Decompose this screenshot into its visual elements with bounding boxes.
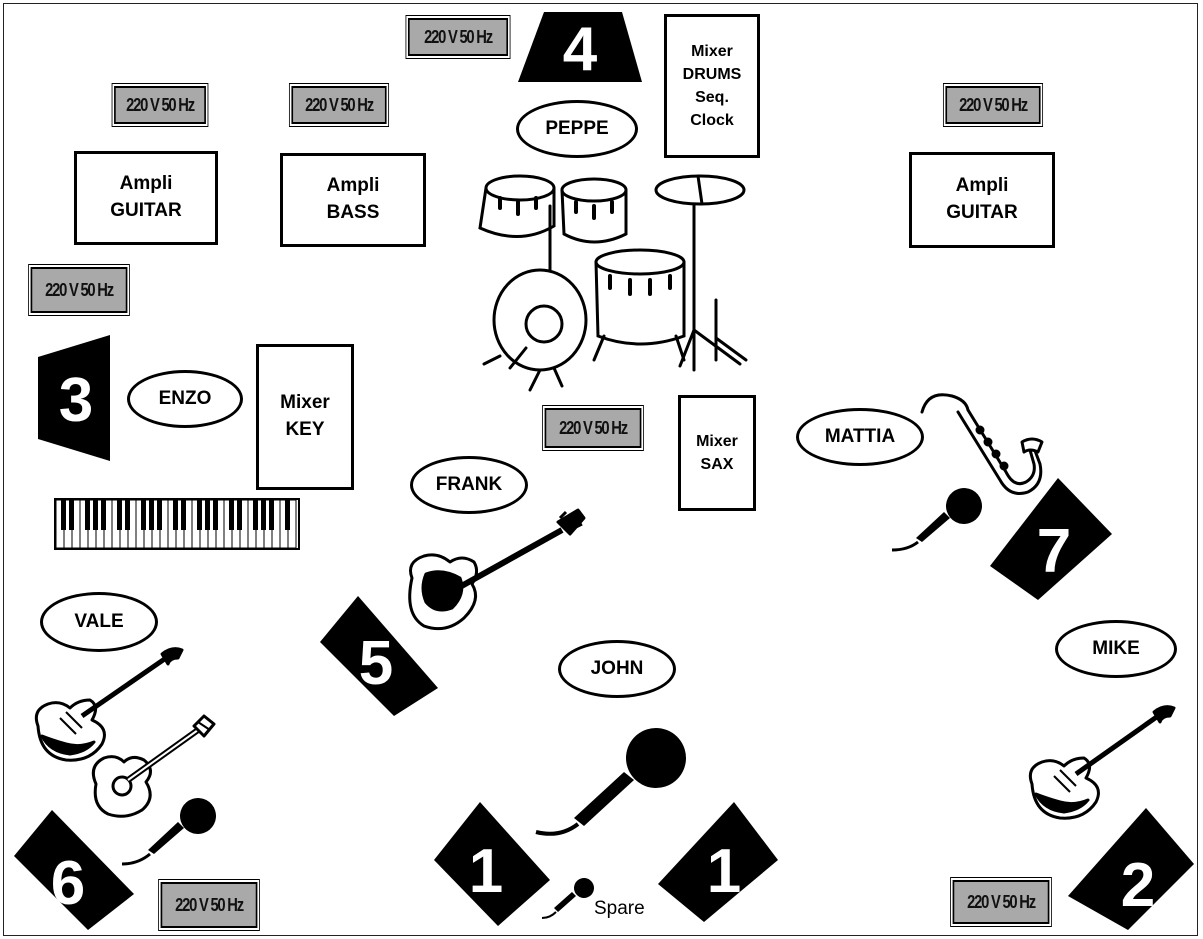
ampli-guitar-right-line2: GUITAR bbox=[946, 200, 1017, 227]
keyboard-black-key bbox=[157, 500, 162, 530]
keyboard-black-key bbox=[125, 500, 130, 530]
microphone-icon-mattia bbox=[888, 484, 984, 561]
keyboard-black-key bbox=[197, 500, 202, 530]
electric-guitar-icon-mike bbox=[1024, 700, 1178, 831]
mixer-drums-line4: Clock bbox=[690, 109, 734, 132]
ampli-guitar-left-line1: Ampli bbox=[120, 171, 173, 198]
keyboard-black-key bbox=[213, 500, 218, 530]
mixer-sax: Mixer SAX bbox=[678, 395, 756, 511]
monitor-7-number: 7 bbox=[1037, 517, 1071, 586]
microphone-icon-john bbox=[530, 722, 690, 847]
bass-guitar-icon bbox=[402, 508, 588, 641]
power-outlet-keys: 220 V 50 Hz bbox=[31, 267, 128, 313]
power-outlet-front-left: 220 V 50 Hz bbox=[161, 882, 258, 928]
monitor-3: 3 bbox=[38, 335, 112, 463]
ampli-guitar-left: Ampli GUITAR bbox=[74, 151, 218, 245]
monitor-3-number: 3 bbox=[59, 366, 93, 435]
power-outlet-drums-front: 220 V 50 Hz bbox=[545, 408, 642, 448]
keyboard-black-key bbox=[261, 500, 266, 530]
monitor-1-right-number: 1 bbox=[707, 837, 741, 906]
keyboard-black-key bbox=[181, 500, 186, 530]
keyboard-black-key bbox=[101, 500, 106, 530]
keyboard-black-key bbox=[237, 500, 242, 530]
mixer-sax-line2: SAX bbox=[701, 453, 734, 476]
spare-label: Spare bbox=[594, 898, 645, 920]
mixer-drums-line1: Mixer bbox=[691, 40, 733, 63]
keyboard-black-key bbox=[205, 500, 210, 530]
keyboard-black-key bbox=[61, 500, 66, 530]
monitor-5-number: 5 bbox=[359, 629, 393, 698]
ampli-bass: Ampli BASS bbox=[280, 153, 426, 247]
monitor-6-number: 6 bbox=[51, 849, 85, 918]
musician-enzo: ENZO bbox=[127, 370, 243, 428]
musician-john: JOHN bbox=[558, 640, 676, 698]
keyboard-black-key bbox=[85, 500, 90, 530]
musician-mike: MIKE bbox=[1055, 620, 1177, 678]
monitor-4-number: 4 bbox=[563, 15, 598, 84]
ampli-guitar-right-line1: Ampli bbox=[956, 173, 1009, 200]
ampli-bass-line2: BASS bbox=[327, 200, 380, 227]
musician-peppe: PEPPE bbox=[516, 100, 638, 158]
keyboard-black-key bbox=[253, 500, 258, 530]
ampli-bass-line1: Ampli bbox=[327, 173, 380, 200]
acoustic-guitar-icon bbox=[86, 714, 218, 825]
monitor-2-number: 2 bbox=[1121, 851, 1155, 920]
mixer-key-line2: KEY bbox=[285, 417, 324, 444]
ampli-guitar-right: Ampli GUITAR bbox=[909, 152, 1055, 248]
mixer-drums: Mixer DRUMS Seq. Clock bbox=[664, 14, 760, 158]
keyboard-icon bbox=[54, 498, 302, 557]
ampli-guitar-left-line2: GUITAR bbox=[110, 198, 181, 225]
mixer-key: Mixer KEY bbox=[256, 344, 354, 490]
power-outlet-guitar-left: 220 V 50 Hz bbox=[114, 86, 206, 124]
mixer-key-line1: Mixer bbox=[280, 390, 330, 417]
keyboard-black-key bbox=[173, 500, 178, 530]
power-outlet-guitar-right: 220 V 50 Hz bbox=[945, 86, 1040, 124]
keyboard-black-key bbox=[93, 500, 98, 530]
mixer-sax-line1: Mixer bbox=[696, 430, 738, 453]
musician-frank: FRANK bbox=[410, 456, 528, 514]
monitor-1-left-number: 1 bbox=[469, 837, 503, 906]
keyboard-black-key bbox=[285, 500, 290, 530]
mixer-drums-line3: Seq. bbox=[695, 86, 729, 109]
keyboard-black-key bbox=[229, 500, 234, 530]
keyboard-black-key bbox=[69, 500, 74, 530]
drum-kit-icon bbox=[470, 160, 760, 405]
keyboard-black-key bbox=[269, 500, 274, 530]
power-outlet-bass: 220 V 50 Hz bbox=[291, 86, 386, 124]
keyboard-black-key bbox=[141, 500, 146, 530]
power-outlet-top-center: 220 V 50 Hz bbox=[408, 18, 508, 56]
keyboard-black-key bbox=[117, 500, 122, 530]
microphone-icon-spare bbox=[540, 876, 596, 925]
power-outlet-front-right: 220 V 50 Hz bbox=[953, 880, 1050, 924]
musician-mattia: MATTIA bbox=[796, 408, 924, 466]
mixer-drums-line2: DRUMS bbox=[683, 63, 742, 86]
monitor-4: 4 bbox=[516, 10, 646, 86]
musician-vale: VALE bbox=[40, 592, 158, 652]
keyboard-black-key bbox=[149, 500, 154, 530]
